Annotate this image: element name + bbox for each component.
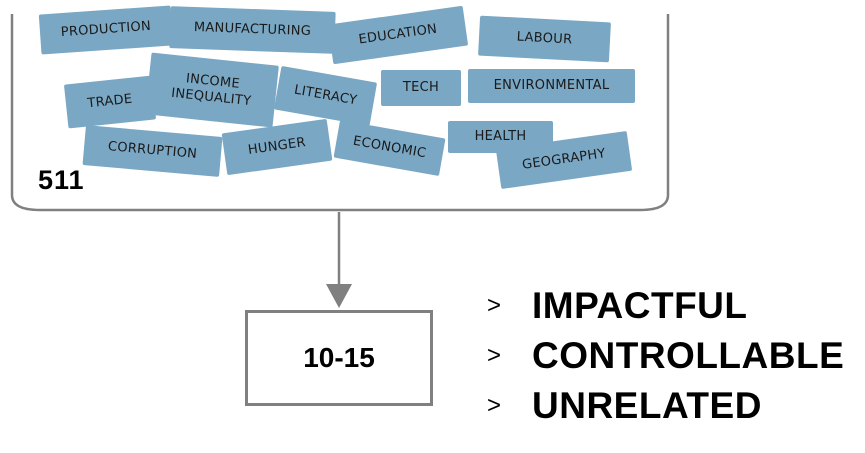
total-count-label: 511 <box>38 165 85 195</box>
category-tag: HEALTH <box>448 121 553 153</box>
result-box: 10-15 <box>245 310 433 406</box>
category-tag: ENVIRONMENTAL <box>468 69 635 103</box>
chevron-right-icon: > <box>487 342 502 369</box>
criterion-label: CONTROLLABLE <box>532 335 845 376</box>
category-tag: INCOME INEQUALITY <box>145 52 279 128</box>
criterion-item: > CONTROLLABLE <box>487 335 844 377</box>
chevron-right-icon: > <box>487 292 502 319</box>
chevron-right-icon: > <box>487 392 502 419</box>
bin-outline <box>10 14 670 212</box>
category-tag: TECH <box>381 70 461 106</box>
category-tag: MANUFACTURING <box>169 6 336 54</box>
arrow-head <box>326 284 352 308</box>
criterion-label: IMPACTFUL <box>532 285 748 326</box>
criterion-item: > IMPACTFUL <box>487 285 748 327</box>
criterion-item: > UNRELATED <box>487 385 762 427</box>
criterion-label: UNRELATED <box>532 385 762 426</box>
result-value: 10-15 <box>303 342 375 373</box>
category-tag: LABOUR <box>478 15 611 63</box>
category-tag: TRADE <box>63 75 157 129</box>
